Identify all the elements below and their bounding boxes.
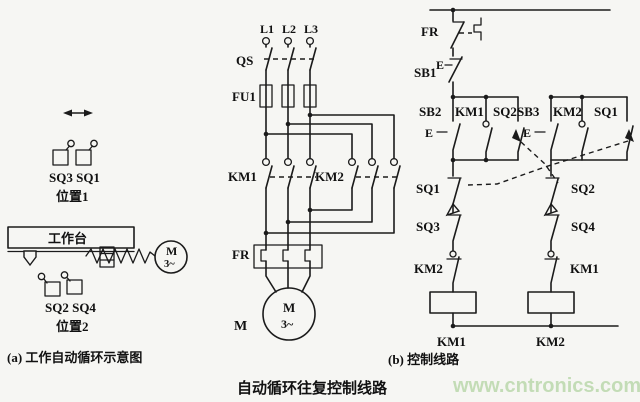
km2-main-label: KM2 — [315, 169, 344, 184]
sb3-label: SB3 — [517, 104, 540, 119]
power-circuit: L1 L2 L3 QS FU1 — [228, 22, 401, 341]
sb2-e-symbol: E — [425, 126, 433, 140]
travel-arrow-icon — [63, 109, 93, 117]
sb1-label: SB1 — [414, 65, 436, 80]
km2-main-contacts — [347, 157, 401, 189]
terminal-l2 — [283, 36, 293, 46]
leadscrew-icon — [85, 248, 156, 264]
sketch-motor-letter: M — [166, 244, 177, 258]
km2-nc-label: KM2 — [414, 261, 443, 276]
right-start-group — [534, 94, 634, 161]
panel-b-caption: (b) 控制线路 — [388, 352, 460, 367]
terminal-l3 — [305, 36, 315, 46]
coil1-label: KM1 — [437, 334, 466, 349]
sq2-actuator-arrow-icon — [512, 129, 521, 142]
fu1-label: FU1 — [232, 89, 256, 104]
km2-feed-branches — [263, 112, 395, 160]
limit-switch-sq4-icon — [60, 271, 83, 295]
qs-label: QS — [236, 53, 253, 68]
km1-coil — [429, 291, 477, 314]
sq-top-label: SQ3 SQ1 — [49, 170, 100, 185]
mechanical-link-dashes — [467, 140, 629, 186]
sq-bottom-label: SQ2 SQ4 — [45, 300, 96, 315]
sb1-stop-button — [444, 56, 463, 98]
km2-coil — [527, 291, 575, 314]
sq2-nc-label: SQ2 — [571, 181, 595, 196]
sb1-e-symbol: E — [436, 58, 444, 72]
fr-element-label: FR — [232, 247, 250, 262]
limit-switch-sq3-icon — [52, 139, 75, 166]
panel-a-worktable-sketch: SQ3 SQ1 位置1 工作台 M 3~ — [7, 109, 188, 365]
fu1-fuses — [259, 84, 317, 160]
sq2-no-label: SQ2 — [493, 104, 517, 119]
watermark: www.cntronics.com — [452, 375, 640, 397]
worktable-label: 工作台 — [48, 231, 87, 246]
motor-letter: M — [283, 300, 295, 315]
motor-symbol — [262, 287, 316, 341]
worktable — [7, 226, 156, 268]
km1-coil-branch — [429, 159, 477, 327]
fr-contact-label: FR — [421, 24, 439, 39]
sq4-nc-label: SQ4 — [571, 219, 595, 234]
fr-nc-contact — [450, 9, 482, 57]
phase-l3-label: L3 — [304, 22, 318, 36]
control-circuit: FR E SB1 SB2 KM1 SQ2 E — [388, 7, 634, 367]
sq3-nc-label: SQ3 — [416, 219, 440, 234]
phase-l2-label: L2 — [282, 22, 296, 36]
coil2-label: KM2 — [536, 334, 565, 349]
diagram-title: 自动循环往复控制线路 — [237, 379, 388, 397]
sq1-nc-label: SQ1 — [416, 181, 440, 196]
left-start-group — [436, 94, 525, 163]
position1-label: 位置1 — [56, 189, 89, 204]
sb3-e-symbol: E — [523, 126, 531, 140]
position2-label: 位置2 — [56, 319, 89, 334]
km1-aux-label: KM1 — [455, 104, 484, 119]
km1-nc-label: KM1 — [570, 261, 599, 276]
limit-switch-sq2-icon — [37, 272, 61, 297]
panel-a-caption: (a) 工作自动循环示意图 — [7, 350, 142, 365]
sketch-motor-phase: 3~ — [164, 259, 175, 270]
motor-phase: 3~ — [281, 317, 294, 331]
phase-l1-label: L1 — [260, 22, 274, 36]
limit-switch-sq1-icon — [75, 139, 98, 166]
qs-switch — [264, 43, 318, 86]
sb2-label: SB2 — [419, 104, 441, 119]
sq1-actuator-arrow-icon — [625, 129, 634, 142]
sq1-no-label: SQ1 — [594, 104, 618, 119]
km2-aux-label: KM2 — [553, 104, 582, 119]
phase-crossover-wiring — [263, 187, 395, 251]
km1-main-label: KM1 — [228, 169, 257, 184]
fr-thermal-relay — [253, 244, 323, 293]
km2-coil-branch — [527, 159, 575, 327]
tool-pointer-icon — [23, 250, 37, 267]
km1-main-contacts — [261, 157, 317, 189]
terminal-l1 — [261, 36, 271, 46]
sketch-motor — [154, 240, 188, 274]
motor-m-label: M — [234, 319, 247, 334]
